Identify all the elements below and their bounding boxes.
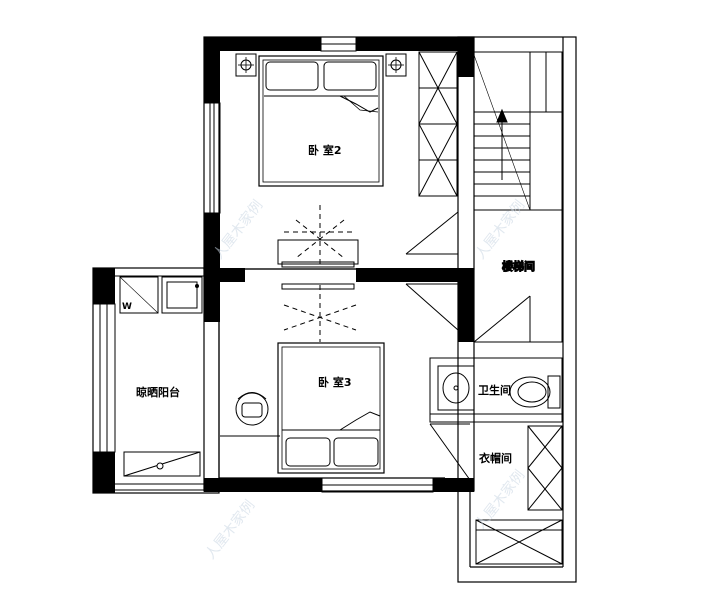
sink-icon [437,365,475,411]
walls [93,37,474,493]
bathroom: 卫生间 [429,357,563,423]
room-label-cloakroom: 衣帽间 [479,451,512,465]
washer-mark: W [122,302,132,312]
watermark: 人屋木家例 [472,197,528,263]
watermark: 人屋木家例 [472,467,528,533]
tv-cabinet [277,205,359,268]
storage-cabinet [123,451,201,477]
chair-icon [235,392,269,426]
windows [92,36,434,493]
room-label-bedroom-3: 卧 室3 [318,375,351,389]
cloakroom: 衣帽间 [429,423,563,565]
bedroom-2: 卧 室2 [235,51,459,268]
stair-treads [474,51,562,197]
laundry-sink-icon [161,276,203,314]
bedroom-3: 卧 室3 [220,283,459,474]
room-label-drying-balcony: 晾晒阳台 [136,385,180,399]
watermark: 人屋木家例 [202,497,258,563]
room-label-stairwell: 楼梯间 [502,259,535,273]
toilet-icon [509,375,561,409]
room-label-bathroom: 卫生间 [478,383,511,397]
lamp-icon [235,53,257,77]
stairwell: 楼梯间 [473,51,563,343]
door-swing [405,211,459,268]
room-label-bedroom-2: 卧 室2 [308,143,341,157]
washing-machine: W [119,276,159,314]
drying-balcony: W 晾晒阳台 [119,276,203,477]
wardrobe [418,51,458,197]
arrow-up-icon [496,108,508,123]
lamp-icon [385,53,407,77]
door-swing [405,283,459,342]
